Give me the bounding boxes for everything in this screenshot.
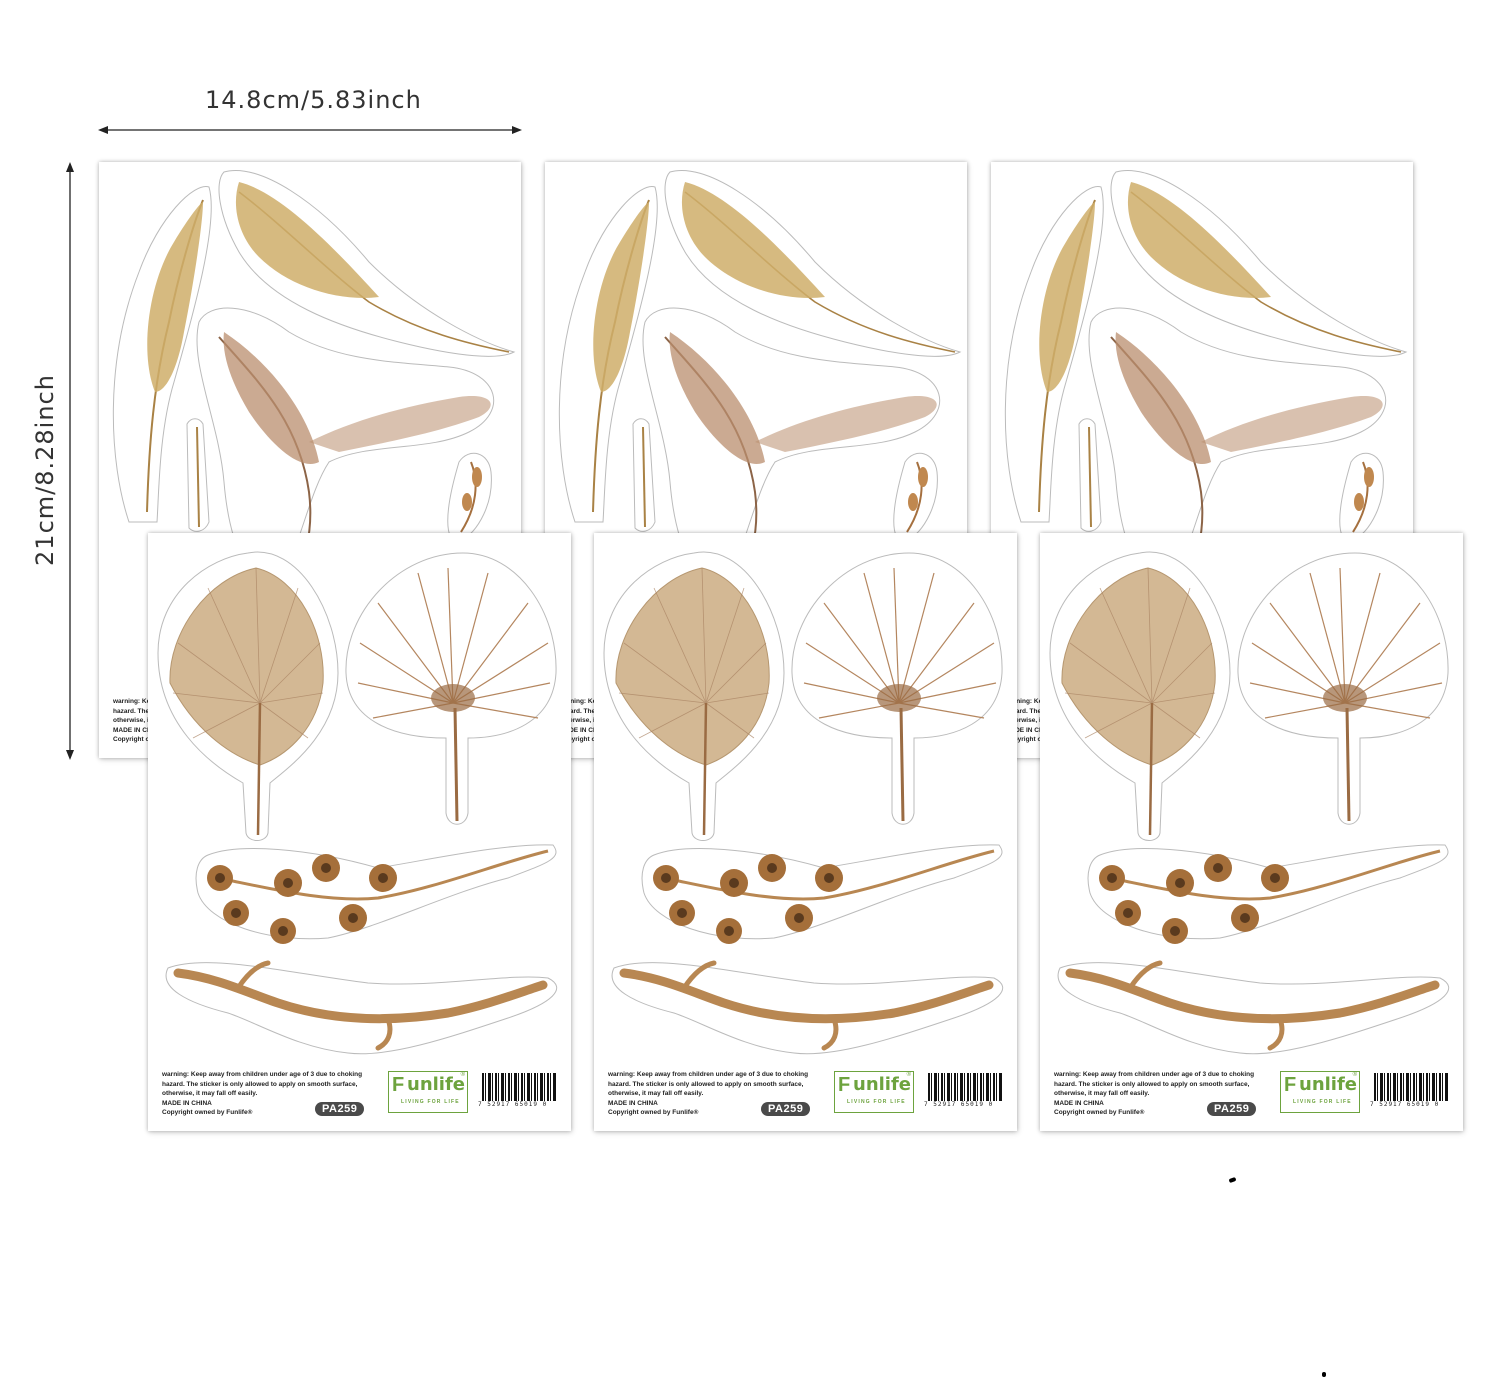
- driftwood-branch-sticker: [1057, 960, 1450, 1055]
- eucalyptus-pod-branch-sticker: [1087, 844, 1449, 944]
- width-dimension-label: 14.8cm/5.83inch: [205, 86, 422, 114]
- palm-spear-leaf-sticker: [603, 551, 785, 841]
- warning-text: warning: Keep away from children under a…: [1054, 1071, 1255, 1116]
- wheat-stalk-sticker: [1110, 170, 1408, 357]
- warning-text: warning: Keep away from children under a…: [162, 1071, 363, 1116]
- grass-stem-sticker: [186, 418, 210, 532]
- barcode-bars: [928, 1073, 1002, 1101]
- barcode-bars: [482, 1073, 556, 1101]
- brand-initial: F: [392, 1074, 405, 1096]
- stray-mark: [1322, 1372, 1326, 1377]
- grass-stem-sticker: [632, 418, 656, 532]
- warning-text: warning: Keep away from children under a…: [113, 698, 173, 743]
- front-sticker-sheet-3: warning: Keep away from children under a…: [1040, 533, 1463, 1131]
- registered-mark: ®: [906, 1072, 911, 1078]
- pampas-grass-sticker: [1088, 307, 1387, 584]
- registered-mark: ®: [460, 1072, 465, 1078]
- barcode: 7 52917 65019 0: [478, 1073, 560, 1108]
- wheat-stalk-sticker: [558, 186, 658, 523]
- barcode-bars: [1374, 1073, 1448, 1101]
- eucalyptus-pod-branch-sticker: [641, 844, 1003, 944]
- brand-logo: F unlife ® LIVING FOR LIFE: [1280, 1071, 1360, 1113]
- fan-palm-sticker: [791, 552, 1003, 825]
- wheat-stalk-sticker: [112, 186, 212, 523]
- warning-text: warning: Keep away from children under a…: [559, 698, 619, 743]
- dried-leaf-sprig-sticker: [1339, 452, 1384, 543]
- driftwood-branch-sticker: [165, 960, 558, 1055]
- warning-text: warning: Keep away from children under a…: [1005, 698, 1065, 743]
- product-code-badge: PA259: [315, 1102, 365, 1116]
- warning-text: warning: Keep away from children under a…: [608, 1071, 809, 1116]
- barcode: 7 52917 65019 0: [924, 1073, 1006, 1108]
- barcode-number: 7 52917 65019 0: [924, 1101, 994, 1108]
- registered-mark: ®: [1352, 1072, 1357, 1078]
- dried-leaf-sprig-sticker: [447, 452, 492, 543]
- barcode-number: 7 52917 65019 0: [478, 1101, 548, 1108]
- brand-tagline: LIVING FOR LIFE: [401, 1099, 460, 1105]
- product-code-badge: PA259: [761, 1102, 811, 1116]
- brand-name: unlife: [853, 1074, 912, 1095]
- front-sticker-sheet-1: warning: Keep away from children under a…: [148, 533, 571, 1131]
- brand-logo: F unlife ® LIVING FOR LIFE: [834, 1071, 914, 1113]
- product-code-badge: PA259: [1207, 1102, 1257, 1116]
- eucalyptus-pod-branch-sticker: [195, 844, 557, 944]
- palm-spear-leaf-sticker: [1049, 551, 1231, 841]
- barcode-number: 7 52917 65019 0: [1370, 1101, 1440, 1108]
- brand-tagline: LIVING FOR LIFE: [1293, 1099, 1352, 1105]
- barcode: 7 52917 65019 0: [1370, 1073, 1452, 1108]
- dried-leaf-sprig-sticker: [893, 452, 938, 543]
- brand-initial: F: [1284, 1074, 1297, 1096]
- pampas-grass-sticker: [642, 307, 941, 584]
- palm-spear-leaf-sticker: [157, 551, 339, 841]
- brand-name: unlife: [1299, 1074, 1358, 1095]
- grass-stem-sticker: [1078, 418, 1102, 532]
- brand-initial: F: [838, 1074, 851, 1096]
- wheat-stalk-sticker: [664, 170, 962, 357]
- brand-logo: F unlife ® LIVING FOR LIFE: [388, 1071, 468, 1113]
- front-sticker-sheet-2: warning: Keep away from children under a…: [594, 533, 1017, 1131]
- fan-palm-sticker: [345, 552, 557, 825]
- wheat-stalk-sticker: [218, 170, 516, 357]
- driftwood-branch-sticker: [611, 960, 1004, 1055]
- brand-tagline: LIVING FOR LIFE: [847, 1099, 906, 1105]
- wheat-stalk-sticker: [1004, 186, 1104, 523]
- fan-palm-sticker: [1237, 552, 1449, 825]
- brand-name: unlife: [407, 1074, 466, 1095]
